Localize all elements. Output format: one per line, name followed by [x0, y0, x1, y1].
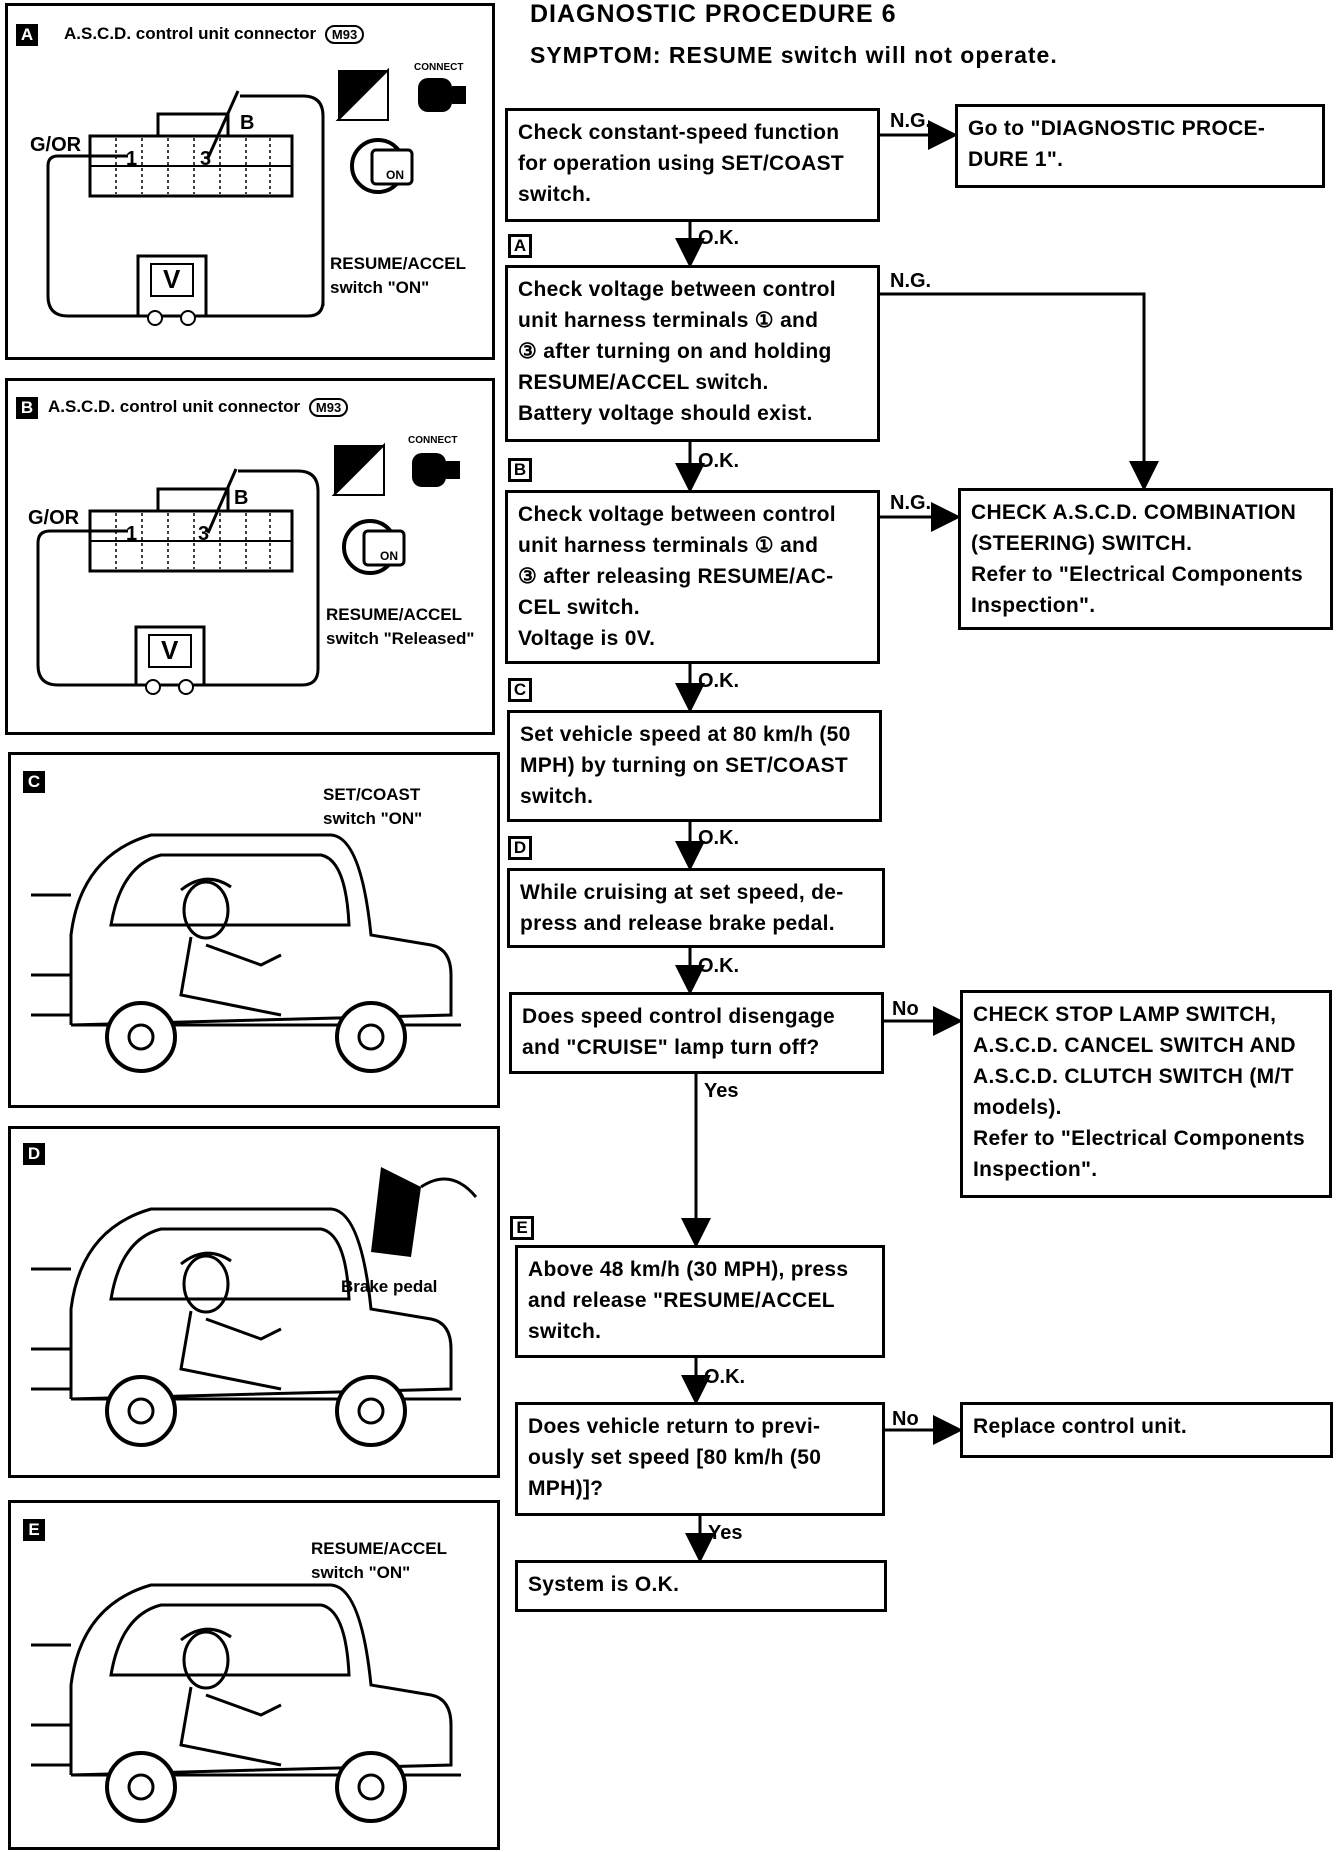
- panel-b-caption: A.S.C.D. control unit connector M93: [48, 397, 349, 417]
- panel-c-tag: C: [23, 771, 45, 793]
- panel-d-tag: D: [23, 1143, 45, 1165]
- meter-v-label-b: V: [161, 635, 179, 665]
- panel-e-note-2: switch "ON": [311, 1563, 411, 1582]
- key-on-icon: [342, 519, 406, 575]
- step-e-tag: E: [510, 1216, 534, 1240]
- step-d-tag: D: [508, 836, 532, 860]
- flow-check-combination-switch: CHECK A.S.C.D. COMBINATION (STEERING) SW…: [958, 488, 1333, 630]
- car-driver-illustration-e: [31, 1583, 461, 1823]
- flow-step-a-check-voltage-holding: Check voltage between control unit harne…: [505, 265, 880, 442]
- page-title: DIAGNOSTIC PROCEDURE 6: [530, 0, 897, 28]
- ignition-hs-icon: [331, 442, 385, 496]
- wire-label-a: G/OR: [30, 134, 82, 156]
- panel-b-tag: B: [16, 397, 38, 419]
- meter-v-label-a: V: [163, 264, 181, 294]
- flow-step-d-brake: While cruising at set speed, de- press a…: [507, 868, 885, 948]
- flow-goto-procedure-1: Go to "DIAGNOSTIC PROCE- DURE 1".: [955, 104, 1325, 188]
- panel-a: A A.S.C.D. control unit connector M93: [5, 3, 495, 360]
- pin3-label-b: 3: [198, 523, 210, 545]
- wire-b-label-a: B: [240, 112, 255, 134]
- panel-b-diagram: [36, 442, 460, 695]
- panel-b-note-2: switch "Released": [326, 629, 475, 648]
- flow-step-e-resume: Above 48 km/h (30 MPH), press and releas…: [515, 1245, 885, 1358]
- connect-icon: [412, 453, 460, 487]
- brake-pedal-icon: [371, 1167, 478, 1257]
- connect-label-b: CONNECT: [408, 435, 458, 446]
- no-label-1: No: [892, 998, 919, 1020]
- pin1-label-b: 1: [126, 523, 138, 545]
- panel-e: E RESUME/ACCEL switch "ON": [8, 1500, 500, 1850]
- ok-label-3: O.K.: [698, 670, 740, 692]
- wire-b-label-b: B: [234, 487, 249, 509]
- panel-d: D Brake pedal: [8, 1126, 500, 1478]
- panel-e-tag: E: [23, 1519, 45, 1541]
- yes-label-1: Yes: [704, 1080, 739, 1102]
- panel-a-diagram: [46, 67, 466, 326]
- panel-b: B A.S.C.D. control unit connector M93: [5, 378, 495, 735]
- panel-a-note-2: switch "ON": [330, 278, 430, 297]
- flow-step-check-constant-speed: Check constant-speed function for operat…: [505, 108, 880, 222]
- no-label-2: No: [892, 1408, 919, 1430]
- step-c-tag: C: [508, 678, 532, 702]
- panel-a-caption: A.S.C.D. control unit connector M93: [64, 24, 365, 44]
- symptom-text: SYMPTOM: RESUME switch will not operate.: [530, 42, 1058, 68]
- flow-step-c-set-speed: Set vehicle speed at 80 km/h (50 MPH) by…: [507, 710, 882, 822]
- yes-label-2: Yes: [708, 1522, 743, 1544]
- car-driver-illustration-c: [31, 833, 461, 1073]
- connect-label-a: CONNECT: [414, 62, 464, 73]
- wire-label-b: G/OR: [28, 507, 80, 529]
- on-label-a: ON: [386, 168, 404, 182]
- panel-e-note-1: RESUME/ACCEL: [311, 1539, 448, 1558]
- ok-label-4: O.K.: [698, 827, 740, 849]
- flow-question-return-speed: Does vehicle return to previ- ously set …: [515, 1402, 885, 1516]
- ignition-hs-icon: [335, 67, 389, 121]
- ng-label-3: N.G.: [890, 492, 932, 514]
- flow-system-ok: System is O.K.: [515, 1560, 887, 1612]
- step-b-tag: B: [508, 458, 532, 482]
- flow-check-stop-lamp-switch: CHECK STOP LAMP SWITCH, A.S.C.D. CANCEL …: [960, 990, 1332, 1198]
- pin1-label-a: 1: [126, 148, 138, 170]
- flow-step-b-check-voltage-released: Check voltage between control unit harne…: [505, 490, 880, 664]
- flow-replace-control-unit: Replace control unit.: [960, 1402, 1333, 1458]
- key-on-icon: [350, 138, 414, 194]
- panel-c: C SET/COAST switch "ON": [8, 752, 500, 1108]
- step-a-tag: A: [508, 234, 532, 258]
- panel-c-note-1: SET/COAST: [323, 785, 421, 804]
- panel-a-tag: A: [16, 24, 38, 46]
- ng-label-1: N.G.: [890, 110, 932, 132]
- pin3-label-a: 3: [200, 148, 212, 170]
- connector-id-badge: M93: [308, 398, 349, 417]
- connect-icon: [418, 78, 466, 112]
- hs-label-a: HS: [368, 106, 385, 120]
- ok-label-1: O.K.: [698, 227, 740, 249]
- panel-a-note-1: RESUME/ACCEL: [330, 254, 467, 273]
- panel-d-note-1: Brake pedal: [341, 1277, 438, 1296]
- ok-label-2: O.K.: [698, 450, 740, 472]
- connector-id-badge: M93: [324, 25, 365, 44]
- ok-label-5: O.K.: [698, 955, 740, 977]
- ng-label-2: N.G.: [890, 270, 932, 292]
- on-label-b: ON: [380, 549, 398, 563]
- ok-label-6: O.K.: [704, 1366, 746, 1388]
- hs-label-b: HS: [364, 481, 381, 495]
- flow-question-disengage: Does speed control disengage and "CRUISE…: [509, 992, 884, 1074]
- panel-c-note-2: switch "ON": [323, 809, 423, 828]
- car-driver-illustration-d: [31, 1207, 461, 1447]
- panel-b-note-1: RESUME/ACCEL: [326, 605, 463, 624]
